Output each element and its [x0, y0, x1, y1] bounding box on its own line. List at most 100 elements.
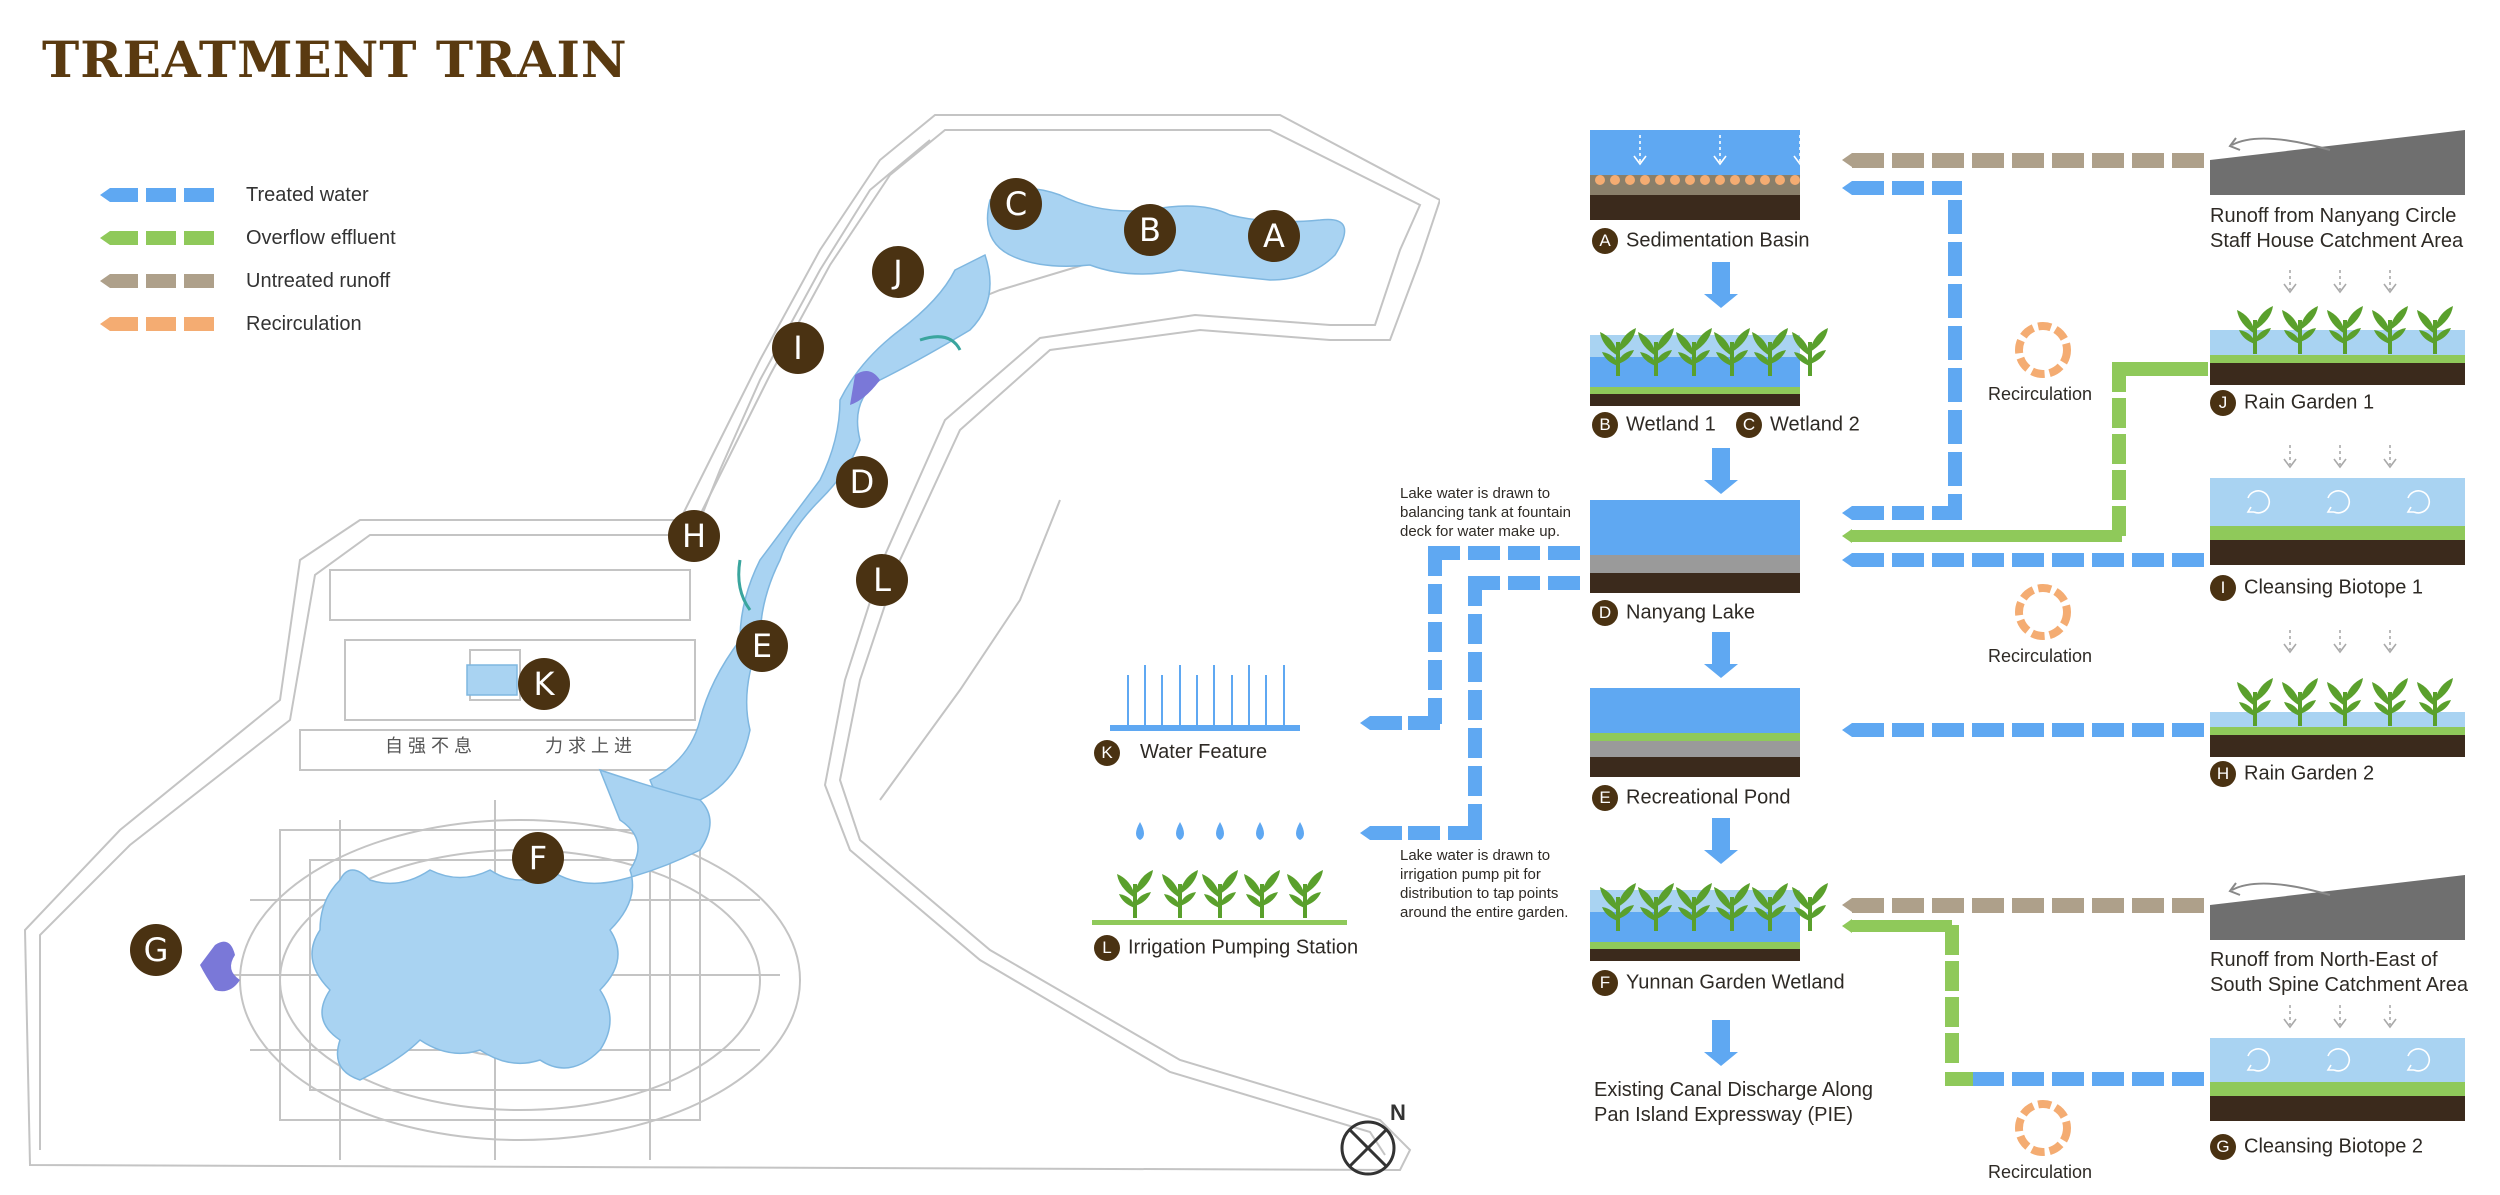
recirculation-arrow-icon	[100, 317, 214, 331]
stage-letter-badge: J	[2210, 390, 2236, 416]
stage-letter-badge: E	[1592, 785, 1618, 811]
runoff-catchment-2-illustration	[2210, 875, 2465, 940]
stage-letter-badge: L	[1094, 935, 1120, 961]
runoff-1-label: Runoff from Nanyang Circle Staff House C…	[2210, 204, 2463, 254]
discharge-line-2: Pan Island Expressway (PIE)	[1594, 1104, 1853, 1126]
stage-name: Nanyang Lake	[1626, 601, 1755, 624]
stage-i-label: I Cleansing Biotope 1	[2210, 575, 2423, 601]
note-irrigation-pump: Lake water is drawn to irrigation pump p…	[1400, 847, 1569, 921]
note-balancing-tank: Lake water is drawn to balancing tank at…	[1400, 485, 1571, 540]
lake-withdrawal-arrows	[1360, 546, 1580, 840]
stage-g-label: G Cleansing Biotope 2	[2210, 1134, 2423, 1160]
legend-recirculation: Recirculation	[100, 309, 362, 339]
rain-garden-1-illustration	[2210, 269, 2465, 385]
legend-label: Untreated runoff	[246, 269, 391, 292]
legend-overflow-effluent: Overflow effluent	[100, 223, 396, 253]
map-marker-j: J	[872, 246, 924, 298]
compass-label: N	[1390, 1100, 1406, 1125]
legend-treated-water: Treated water	[100, 180, 369, 210]
stage-letter-badge: D	[1592, 600, 1618, 626]
map-inscription-left: 自 强 不 息	[385, 736, 472, 756]
recreational-pond-illustration	[1590, 688, 1800, 777]
recirculation-label: Recirculation	[1988, 1162, 2093, 1182]
recirculation-ring-icon	[2019, 588, 2067, 636]
map-marker-l: L	[856, 554, 908, 606]
stage-letter-badge: H	[2210, 761, 2236, 787]
map-marker-k: K	[518, 658, 570, 710]
water-feature-illustration	[1110, 665, 1300, 731]
stage-name: Recreational Pond	[1626, 786, 1791, 809]
overflow-effluent-arrow-icon	[100, 231, 214, 245]
stage-a-label: A Sedimentation Basin	[1592, 228, 1809, 254]
cleansing-biotope-2-illustration	[2210, 1004, 2465, 1121]
map-inscription-right: 力 求 上 进	[545, 736, 632, 756]
legend-untreated-runoff: Untreated runoff	[100, 266, 390, 296]
recirculation-label: Recirculation	[1988, 646, 2093, 666]
map-marker-f: F	[512, 832, 564, 884]
wetland-illustration	[1590, 326, 1830, 406]
stage-name: Cleansing Biotope 2	[2244, 1135, 2424, 1158]
yunnan-wetland-illustration	[1590, 881, 1830, 961]
stage-name: Water Feature	[1140, 741, 1268, 764]
stage-h-label: H Rain Garden 2	[2210, 761, 2374, 787]
stage-k-label: K Water Feature	[1094, 740, 1267, 766]
stage-e-label: E Recreational Pond	[1592, 785, 1791, 811]
runoff-catchment-1-illustration	[2210, 130, 2465, 195]
stage-name: Sedimentation Basin	[1626, 229, 1810, 252]
irrigation-illustration	[1092, 822, 1347, 925]
treated-water-arrow-icon	[100, 188, 214, 202]
stage-name: Rain Garden 2	[2244, 762, 2375, 785]
stage-l-label: L Irrigation Pumping Station	[1094, 935, 1358, 961]
legend-label: Recirculation	[246, 312, 362, 335]
stage-letter-badge: B	[1592, 412, 1618, 438]
map-marker-b: B	[1124, 204, 1176, 256]
map-marker-c: C	[990, 178, 1042, 230]
stage-name: Wetland 1	[1626, 413, 1716, 436]
recirculation-ring-icon	[2019, 326, 2067, 374]
cleansing-biotope-1-illustration	[2210, 444, 2465, 565]
stage-name: Cleansing Biotope 1	[2244, 576, 2424, 599]
legend-label: Treated water	[246, 183, 369, 206]
stage-letter-badge: K	[1094, 740, 1120, 766]
stage-letter-badge: C	[1736, 412, 1762, 438]
overflow-effluent-arrows	[1842, 362, 2208, 1086]
stage-letter-badge: I	[2210, 575, 2236, 601]
north-compass-icon: N	[1340, 1100, 1406, 1176]
stage-letter-badge: G	[2210, 1134, 2236, 1160]
discharge-line-1: Existing Canal Discharge Along	[1594, 1079, 1874, 1101]
stage-b-label: B Wetland 1	[1592, 412, 1716, 438]
stage-name: Irrigation Pumping Station	[1128, 936, 1359, 959]
stage-name: Yunnan Garden Wetland	[1626, 971, 1845, 994]
map-marker-e: E	[736, 620, 788, 672]
treated-water-arrows	[1842, 181, 2204, 1086]
map-marker-g: G	[130, 924, 182, 976]
map-marker-d: D	[836, 456, 888, 508]
stage-c-label: C Wetland 2	[1736, 412, 1860, 438]
runoff-1-line-1: Runoff from Nanyang Circle	[2210, 205, 2457, 227]
nanyang-lake-illustration	[1590, 500, 1800, 593]
runoff-1-line-2: Staff House Catchment Area	[2210, 230, 2464, 252]
stage-d-label: D Nanyang Lake	[1592, 600, 1755, 626]
stage-j-label: J Rain Garden 1	[2210, 390, 2374, 416]
runoff-2-label: Runoff from North-East of South Spine Ca…	[2210, 948, 2468, 998]
map-marker-a: A	[1248, 210, 1300, 262]
stage-name: Wetland 2	[1770, 413, 1860, 436]
recirculation-ring-icon	[2019, 1104, 2067, 1152]
recirculation-label: Recirculation	[1988, 384, 2093, 404]
map-marker-h: H	[668, 510, 720, 562]
runoff-2-line-1: Runoff from North-East of	[2210, 949, 2438, 971]
rain-garden-2-illustration	[2210, 629, 2465, 757]
untreated-runoff-arrow-icon	[100, 274, 214, 288]
stage-name: Rain Garden 1	[2244, 391, 2375, 414]
untreated-runoff-arrows	[1842, 153, 2204, 913]
discharge-label: Existing Canal Discharge Along Pan Islan…	[1594, 1078, 1873, 1128]
page-title: TREATMENT TRAIN	[42, 30, 628, 89]
sedimentation-basin-illustration	[1590, 130, 1807, 220]
stage-letter-badge: A	[1592, 228, 1618, 254]
map-marker-i: I	[772, 322, 824, 374]
runoff-2-line-2: South Spine Catchment Area	[2210, 974, 2468, 996]
legend-label: Overflow effluent	[246, 226, 396, 249]
